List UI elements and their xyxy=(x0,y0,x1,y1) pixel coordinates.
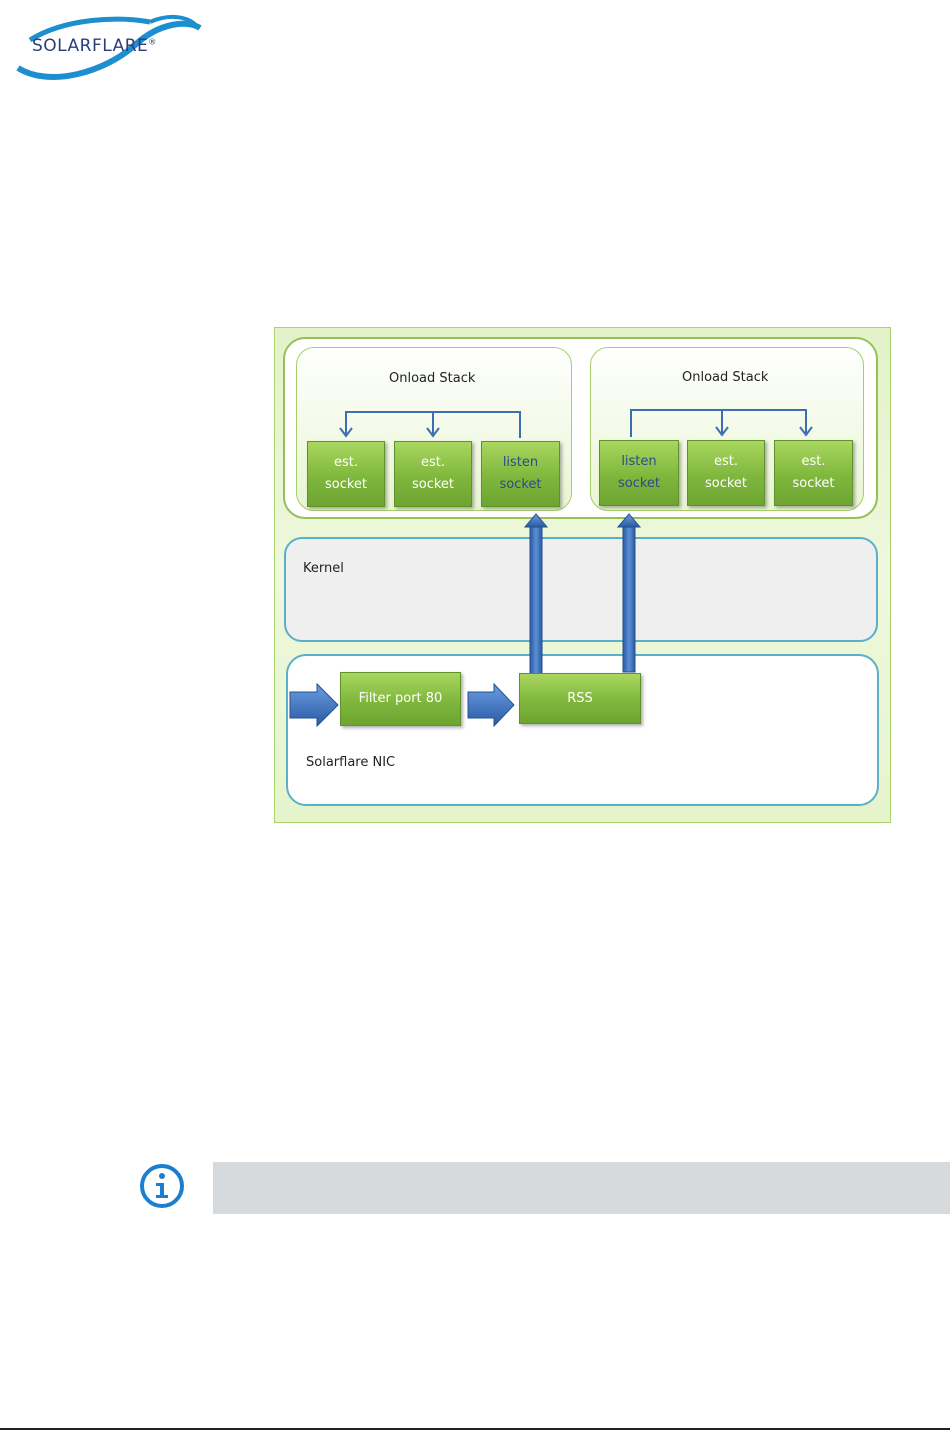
footer-rule xyxy=(0,1428,950,1430)
solarflare-logo xyxy=(16,15,202,80)
filter-port-box: Filter port 80 xyxy=(340,672,461,726)
nic-label: Solarflare NIC xyxy=(306,755,396,770)
onload-stack-1-title: Onload Stack xyxy=(389,371,476,386)
stack-2-est-socket-2: est. socket xyxy=(774,440,853,506)
rss-box: RSS xyxy=(519,673,641,724)
info-icon xyxy=(140,1164,184,1208)
kernel-label: Kernel xyxy=(303,561,344,576)
onload-stack-2-title: Onload Stack xyxy=(682,370,769,385)
stack-1-est-socket-2: est. socket xyxy=(394,441,472,507)
stack-1-est-socket-1: est. socket xyxy=(307,441,385,507)
stack-1-listen-socket: listen socket xyxy=(481,441,560,507)
note-bar xyxy=(213,1162,950,1214)
stack-2-listen-socket: listen socket xyxy=(599,440,679,506)
kernel-layer xyxy=(284,537,878,642)
logo-wordmark: SOLARFLARE® xyxy=(32,36,157,56)
stack-2-est-socket-1: est. socket xyxy=(687,440,765,506)
